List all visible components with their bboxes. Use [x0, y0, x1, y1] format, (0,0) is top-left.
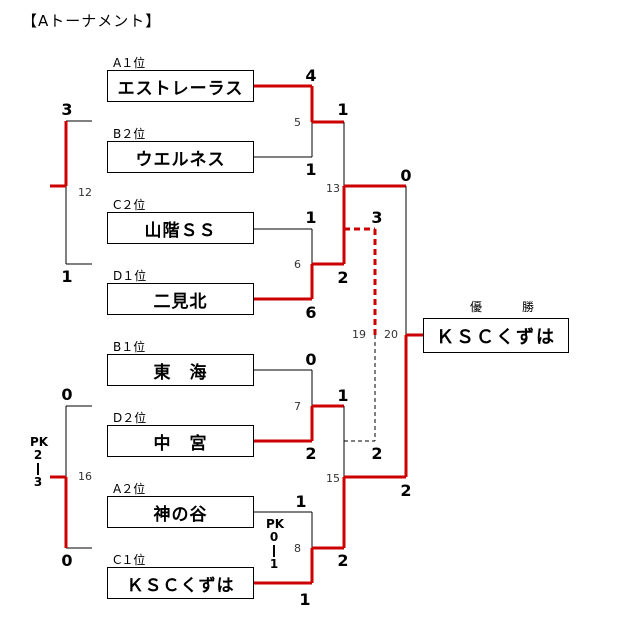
score-m13-top: 1 — [337, 100, 349, 119]
team-seed: B２位 — [113, 127, 146, 141]
winner-box: ＫＳＣくずは — [423, 318, 569, 353]
team-box-nakamiya: 中 宮 — [107, 425, 254, 457]
winner-heading: 優 勝 — [470, 300, 549, 314]
score-m13-bot: 2 — [337, 268, 349, 287]
team-box-tokai: 東 海 — [107, 354, 254, 386]
team-seed: B１位 — [113, 340, 146, 354]
pk-m8: PK 0 1 — [266, 517, 285, 571]
match-number: 15 — [326, 472, 340, 485]
score-m16-bot: 0 — [61, 551, 73, 570]
score-m7-bot: 2 — [305, 444, 317, 463]
score-m6-top: 1 — [305, 208, 317, 227]
match-number: 19 — [352, 328, 366, 341]
pk-score-top: 0 — [269, 530, 279, 544]
team-seed: C１位 — [113, 553, 146, 567]
match-number: 16 — [78, 470, 92, 483]
score-m5-bot: 1 — [305, 160, 317, 179]
score-m15-top: 1 — [337, 386, 349, 405]
score-m20-bot: 2 — [400, 481, 412, 500]
team-seed: D１位 — [113, 269, 147, 283]
score-m19-bot: 2 — [371, 444, 383, 463]
score-m6-bot: 6 — [305, 303, 317, 322]
score-m12-top: 3 — [61, 100, 73, 119]
pk-score-top: 2 — [33, 448, 43, 462]
score-m20-top: 0 — [400, 166, 412, 185]
pk-dash — [37, 463, 39, 475]
pk-dash — [273, 545, 275, 557]
page-title: 【Aトーナメント】 — [22, 12, 162, 30]
team-seed: C２位 — [113, 198, 146, 212]
match-number: 8 — [294, 542, 301, 555]
team-box-wellness: ウエルネス — [107, 141, 254, 173]
match-number: 5 — [294, 116, 301, 129]
score-m8-bot: 1 — [299, 590, 311, 609]
score-m15-bot: 2 — [337, 551, 349, 570]
team-box-ksc-kuzuha: ＫＳＣくずは — [107, 567, 254, 599]
team-box-futami-kita: 二見北 — [107, 283, 254, 315]
score-m12-bot: 1 — [61, 267, 73, 286]
score-m16-top: 0 — [61, 385, 73, 404]
team-seed: A１位 — [113, 56, 146, 70]
score-m7-top: 0 — [305, 350, 317, 369]
team-seed: A２位 — [113, 482, 146, 496]
match-number: 20 — [384, 328, 398, 341]
match-number: 12 — [78, 186, 92, 199]
team-box-yamashina: 山階ＳＳ — [107, 212, 254, 244]
team-seed: D２位 — [113, 411, 147, 425]
score-m8-top: 1 — [295, 492, 307, 511]
team-box-kaminotani: 神の谷 — [107, 496, 254, 528]
match-number: 6 — [294, 258, 301, 271]
score-m19-top: 3 — [371, 208, 383, 227]
pk-label: PK — [266, 517, 285, 531]
score-m5-top: 4 — [305, 66, 317, 85]
pk-score-bot: 3 — [33, 475, 43, 489]
pk-label: PK — [30, 435, 49, 449]
match-number: 7 — [294, 400, 301, 413]
pk-score-bot: 1 — [269, 557, 279, 571]
team-box-estrelas: エストレーラス — [107, 70, 254, 102]
pk-m16: PK 2 3 — [30, 435, 49, 489]
match-number: 13 — [326, 182, 340, 195]
